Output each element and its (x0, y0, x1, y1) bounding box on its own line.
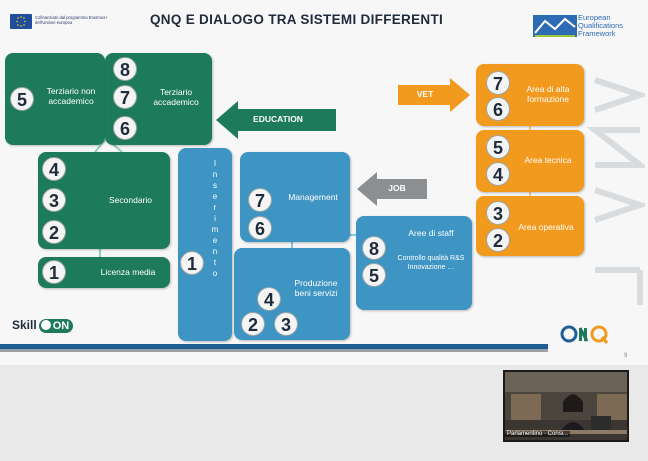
box-label: Aree di staff (408, 228, 454, 238)
terziario-accademico-box: 8 7 6 Terziario accademico (105, 53, 212, 145)
level-badge: 8 (362, 236, 386, 260)
level-badge: 3 (486, 201, 510, 225)
level-badge: 4 (257, 287, 281, 311)
level-badge: 4 (486, 162, 510, 186)
secondario-box: 4 3 2 Secondario (38, 152, 170, 249)
box-label: Management (288, 192, 338, 202)
level-badge: 3 (274, 312, 298, 336)
box-label: Secondario (108, 195, 152, 205)
box-label: Area di alta formazione (526, 84, 570, 104)
participant-video-tile[interactable] (503, 370, 629, 442)
level-badge: 5 (362, 263, 386, 287)
level-badge: 7 (248, 188, 272, 212)
participant-name-label: Parlamentino · Consi... (505, 431, 571, 437)
job-arrow (357, 172, 427, 206)
eu-logo-text: Cofinanziato dal programma Erasmus+ dell… (35, 15, 108, 25)
level-badge: 5 (10, 87, 34, 111)
level-badge: 1 (180, 251, 204, 275)
level-badge: 6 (486, 97, 510, 121)
area-alta-formazione-box: 7 6 Area di alta formazione (476, 64, 584, 126)
box-label: Licenza media (100, 267, 156, 277)
qnq-logo (560, 323, 610, 347)
aree-di-staff-box: 8 5 Aree di staff Controllo qualità R&S … (356, 216, 472, 310)
job-label: JOB (388, 183, 406, 193)
slide-title: QNQ E DIALOGO TRA SISTEMI DIFFERENTI (150, 12, 444, 27)
inserimento-box: 1 I n s e r i m e n t o (178, 148, 232, 341)
vet-arrow (398, 78, 470, 112)
level-badge: 3 (42, 188, 66, 212)
box-label: Area tecnica (524, 155, 572, 165)
level-badge: 7 (113, 85, 137, 109)
eqf-logo-icon (533, 15, 577, 37)
box-label: Terziario non accademico (46, 86, 96, 106)
box-label: Area operativa (518, 222, 574, 232)
page-number: 9 (624, 353, 628, 359)
level-badge: 5 (486, 135, 510, 159)
level-badge: 2 (241, 312, 265, 336)
produzione-box: 4 2 3 Produzione beni servizi (234, 248, 350, 340)
watermark-logo (586, 77, 645, 305)
inserimento-label: I n s e r i m e n t o (211, 159, 219, 278)
eu-flag-icon (10, 14, 32, 29)
level-badge: 2 (42, 220, 66, 244)
level-badge: 7 (486, 71, 510, 95)
education-arrow (216, 101, 336, 139)
box-label: Produzione beni servizi (294, 278, 338, 298)
eqf-logo-text: European Qualifications Framework (578, 13, 624, 38)
footer-bar (0, 344, 548, 349)
level-badge: 6 (248, 216, 272, 240)
education-label: EDUCATION (253, 114, 303, 124)
level-badge: 2 (486, 228, 510, 252)
footer-bar-shadow (0, 349, 548, 352)
level-badge: 1 (42, 260, 66, 284)
licenza-media-box: 1 Licenza media (38, 257, 170, 288)
area-operativa-box: 3 2 Area operativa (476, 196, 584, 256)
box-label: Terziario accademico (153, 87, 199, 107)
level-badge: 6 (113, 116, 137, 140)
box-sublabel: Controllo qualità R&S Innovazione … (397, 255, 465, 271)
terziario-non-accademico-box: 5 Terziario non accademico (5, 53, 105, 145)
level-badge: 8 (113, 57, 137, 81)
level-badge: 4 (42, 157, 66, 181)
management-box: 7 6 Management (240, 152, 350, 242)
vet-label: VET (416, 89, 434, 99)
area-tecnica-box: 5 4 Area tecnica (476, 130, 584, 192)
